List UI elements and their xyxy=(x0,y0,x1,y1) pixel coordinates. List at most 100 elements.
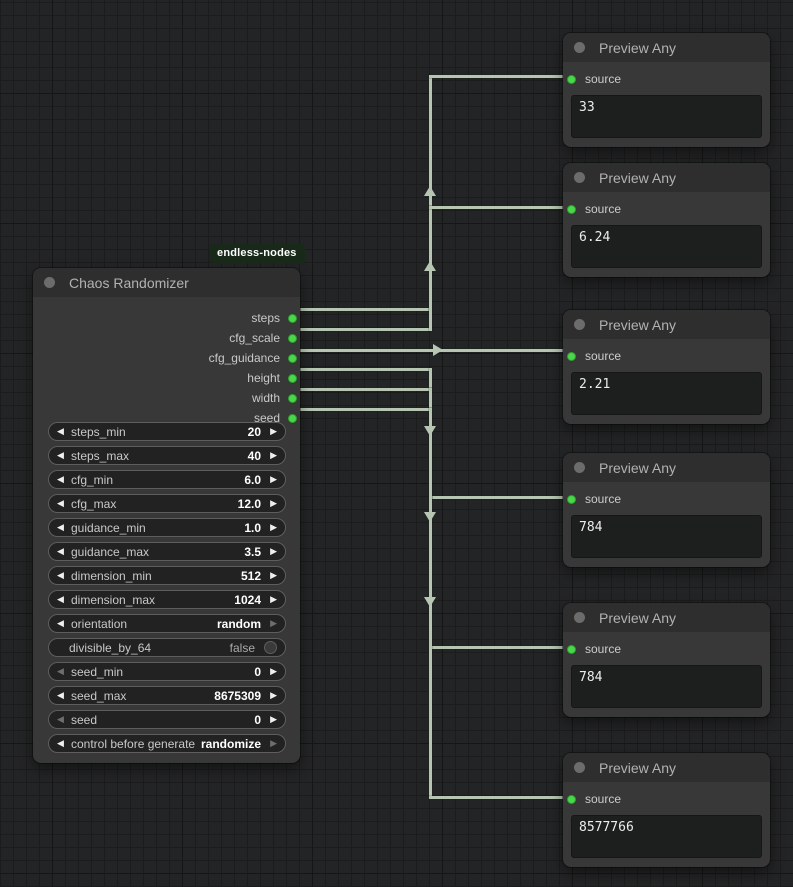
decrement-arrow-icon[interactable]: ◀ xyxy=(57,570,64,580)
collapse-dot-icon[interactable] xyxy=(574,319,585,330)
output-port-seed[interactable] xyxy=(287,413,297,423)
wire-seed-to-preview6 xyxy=(428,795,571,799)
preview-value-textarea[interactable]: 6.24 xyxy=(571,225,762,268)
wire-cfgscale-to-preview2 xyxy=(428,205,571,209)
preview-any-node-3[interactable]: Preview Any source 2.21 xyxy=(563,310,770,424)
chaos-randomizer-node[interactable]: Chaos Randomizer steps cfg_scale cfg_gui… xyxy=(33,268,300,763)
toggle-knob-icon[interactable] xyxy=(264,641,277,654)
input-port-source[interactable] xyxy=(566,794,576,804)
input-port-source[interactable] xyxy=(566,74,576,84)
preview-value-textarea[interactable]: 33 xyxy=(571,95,762,138)
preview-value-textarea[interactable]: 784 xyxy=(571,515,762,558)
widget-seed-min[interactable]: ◀ seed_min 0 ▶ xyxy=(48,662,286,681)
increment-arrow-icon[interactable]: ▶ xyxy=(270,426,277,436)
node-titlebar[interactable]: Preview Any xyxy=(563,753,770,782)
node-titlebar[interactable]: Preview Any xyxy=(563,603,770,632)
decrement-arrow-icon[interactable]: ◀ xyxy=(57,666,64,676)
decrement-arrow-icon[interactable]: ◀ xyxy=(57,690,64,700)
wire-direction-arrow-icon xyxy=(433,344,443,356)
widget-orientation[interactable]: ◀ orientation random ▶ xyxy=(48,614,286,633)
node-titlebar[interactable]: Preview Any xyxy=(563,163,770,192)
widget-seed-max[interactable]: ◀ seed_max 8675309 ▶ xyxy=(48,686,286,705)
widget-control-before-generate[interactable]: ◀ control before generate randomize ▶ xyxy=(48,734,286,753)
output-row-cfg-guidance: cfg_guidance xyxy=(33,348,300,368)
output-row-height: height xyxy=(33,368,300,388)
increment-arrow-icon[interactable]: ▶ xyxy=(270,690,277,700)
widget-divisible-by-64[interactable]: divisible_by_64 false xyxy=(48,638,286,657)
collapse-dot-icon[interactable] xyxy=(574,462,585,473)
increment-arrow-icon[interactable]: ▶ xyxy=(270,570,277,580)
decrement-arrow-icon[interactable]: ◀ xyxy=(57,498,64,508)
increment-arrow-icon[interactable]: ▶ xyxy=(270,666,277,676)
collapse-dot-icon[interactable] xyxy=(574,172,585,183)
widget-dimension-max[interactable]: ◀ dimension_max 1024 ▶ xyxy=(48,590,286,609)
preview-any-node-1[interactable]: Preview Any source 33 xyxy=(563,33,770,147)
preview-any-node-4[interactable]: Preview Any source 784 xyxy=(563,453,770,567)
decrement-arrow-icon[interactable]: ◀ xyxy=(57,522,64,532)
output-port-width[interactable] xyxy=(287,393,297,403)
input-port-source[interactable] xyxy=(566,644,576,654)
output-port-steps[interactable] xyxy=(287,313,297,323)
preview-value-textarea[interactable]: 8577766 xyxy=(571,815,762,858)
increment-arrow-icon[interactable]: ▶ xyxy=(270,522,277,532)
widget-seed[interactable]: ◀ seed 0 ▶ xyxy=(48,710,286,729)
output-port-cfg-scale[interactable] xyxy=(287,333,297,343)
input-port-source[interactable] xyxy=(566,351,576,361)
decrement-arrow-icon[interactable]: ◀ xyxy=(57,546,64,556)
widget-guidance-min[interactable]: ◀ guidance_min 1.0 ▶ xyxy=(48,518,286,537)
widget-cfg-max[interactable]: ◀ cfg_max 12.0 ▶ xyxy=(48,494,286,513)
preview-any-node-6[interactable]: Preview Any source 8577766 xyxy=(563,753,770,867)
node-titlebar[interactable]: Preview Any xyxy=(563,33,770,62)
next-option-arrow-icon[interactable]: ▶ xyxy=(270,618,277,628)
node-source-badge: endless-nodes xyxy=(209,244,305,263)
widget-dimension-min[interactable]: ◀ dimension_min 512 ▶ xyxy=(48,566,286,585)
increment-arrow-icon[interactable]: ▶ xyxy=(270,546,277,556)
node-titlebar[interactable]: Preview Any xyxy=(563,453,770,482)
preview-value-textarea[interactable]: 784 xyxy=(571,665,762,708)
output-port-cfg-guidance[interactable] xyxy=(287,353,297,363)
increment-arrow-icon[interactable]: ▶ xyxy=(270,450,277,460)
widget-guidance-max[interactable]: ◀ guidance_max 3.5 ▶ xyxy=(48,542,286,561)
next-option-arrow-icon[interactable]: ▶ xyxy=(270,738,277,748)
prev-option-arrow-icon[interactable]: ◀ xyxy=(57,738,64,748)
wire-direction-arrow-icon xyxy=(424,261,436,271)
increment-arrow-icon[interactable]: ▶ xyxy=(270,474,277,484)
increment-arrow-icon[interactable]: ▶ xyxy=(270,714,277,724)
wire-cfgscale-to-preview2 xyxy=(292,327,432,331)
output-row-width: width xyxy=(33,388,300,408)
output-row-cfg-scale: cfg_scale xyxy=(33,328,300,348)
increment-arrow-icon[interactable]: ▶ xyxy=(270,594,277,604)
wire-direction-arrow-icon xyxy=(424,186,436,196)
collapse-dot-icon[interactable] xyxy=(574,612,585,623)
collapse-dot-icon[interactable] xyxy=(574,42,585,53)
node-titlebar[interactable]: Preview Any xyxy=(563,310,770,339)
preview-any-node-5[interactable]: Preview Any source 784 xyxy=(563,603,770,717)
output-port-height[interactable] xyxy=(287,373,297,383)
wire-width-to-preview5 xyxy=(292,387,432,391)
node-titlebar[interactable]: Chaos Randomizer xyxy=(33,268,300,297)
wire-direction-arrow-icon xyxy=(424,597,436,607)
wire-width-to-preview5 xyxy=(428,645,571,649)
decrement-arrow-icon[interactable]: ◀ xyxy=(57,594,64,604)
decrement-arrow-icon[interactable]: ◀ xyxy=(57,426,64,436)
preview-any-node-2[interactable]: Preview Any source 6.24 xyxy=(563,163,770,277)
collapse-dot-icon[interactable] xyxy=(574,762,585,773)
wire-seed-to-preview6 xyxy=(292,407,432,411)
prev-option-arrow-icon[interactable]: ◀ xyxy=(57,618,64,628)
decrement-arrow-icon[interactable]: ◀ xyxy=(57,714,64,724)
input-port-source[interactable] xyxy=(566,494,576,504)
wire-direction-arrow-icon xyxy=(424,512,436,522)
decrement-arrow-icon[interactable]: ◀ xyxy=(57,474,64,484)
wire-height-to-preview4 xyxy=(292,367,432,371)
widget-cfg-min[interactable]: ◀ cfg_min 6.0 ▶ xyxy=(48,470,286,489)
widget-steps-max[interactable]: ◀ steps_max 40 ▶ xyxy=(48,446,286,465)
wire-cfgguidance-to-preview3 xyxy=(292,348,571,352)
wire-direction-arrow-icon xyxy=(424,426,436,436)
decrement-arrow-icon[interactable]: ◀ xyxy=(57,450,64,460)
preview-value-textarea[interactable]: 2.21 xyxy=(571,372,762,415)
widget-steps-min[interactable]: ◀ steps_min 20 ▶ xyxy=(48,422,286,441)
input-port-source[interactable] xyxy=(566,204,576,214)
increment-arrow-icon[interactable]: ▶ xyxy=(270,498,277,508)
collapse-dot-icon[interactable] xyxy=(44,277,55,288)
